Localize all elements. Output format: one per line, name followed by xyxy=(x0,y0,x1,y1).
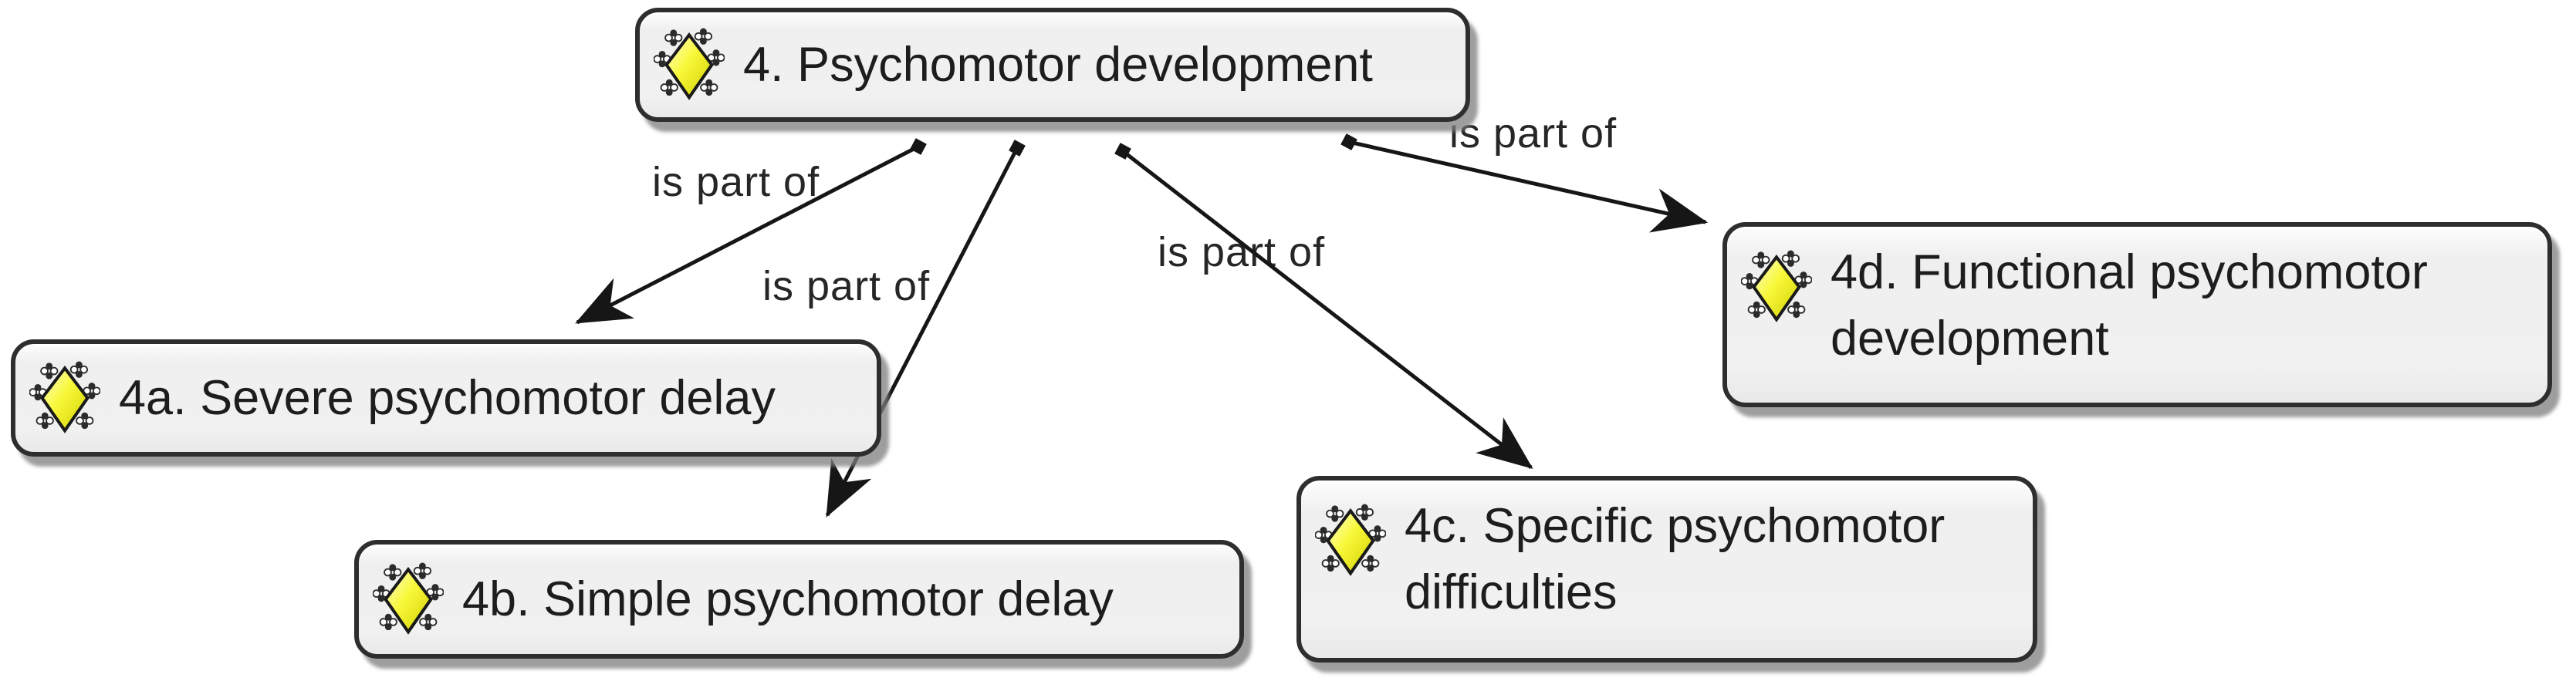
diamond-sparkle-icon xyxy=(654,26,725,103)
concept-node-4b-label: 4b. Simple psychomotor delay xyxy=(462,572,1114,626)
concept-node-4d-label: 4d. Functional psychomotor development xyxy=(1831,245,2428,366)
edge-label-is-part-of-4a[interactable]: is part of xyxy=(652,159,820,205)
concept-node-4c-label: 4c. Specific psychomotor difficulties xyxy=(1405,499,1946,619)
concept-node-4d[interactable]: 4d. Functional psychomotor development xyxy=(1722,222,2552,407)
edge-label-is-part-of-4d[interactable]: is part of xyxy=(1449,110,1618,157)
concept-node-4[interactable]: 4. Psychomotor development xyxy=(635,8,1470,122)
concept-node-4a[interactable]: 4a. Severe psychomotor delay xyxy=(11,339,881,457)
concept-node-4c[interactable]: 4c. Specific psychomotor difficulties xyxy=(1296,476,2037,663)
concept-node-4a-label: 4a. Severe psychomotor delay xyxy=(119,371,776,425)
edge-label-is-part-of-4c[interactable]: is part of xyxy=(1158,229,1326,275)
concept-node-4b[interactable]: 4b. Simple psychomotor delay xyxy=(354,540,1244,659)
diamond-sparkle-icon xyxy=(1741,248,1812,325)
diamond-sparkle-icon xyxy=(373,561,444,638)
concept-node-4-label: 4. Psychomotor development xyxy=(743,38,1373,92)
edge-label-is-part-of-4b[interactable]: is part of xyxy=(762,263,931,309)
diamond-sparkle-icon xyxy=(29,359,100,437)
edge-4-to-4c[interactable] xyxy=(1114,143,1533,469)
diamond-sparkle-icon xyxy=(1315,502,1386,579)
edge-4-to-4b[interactable] xyxy=(825,140,1026,518)
